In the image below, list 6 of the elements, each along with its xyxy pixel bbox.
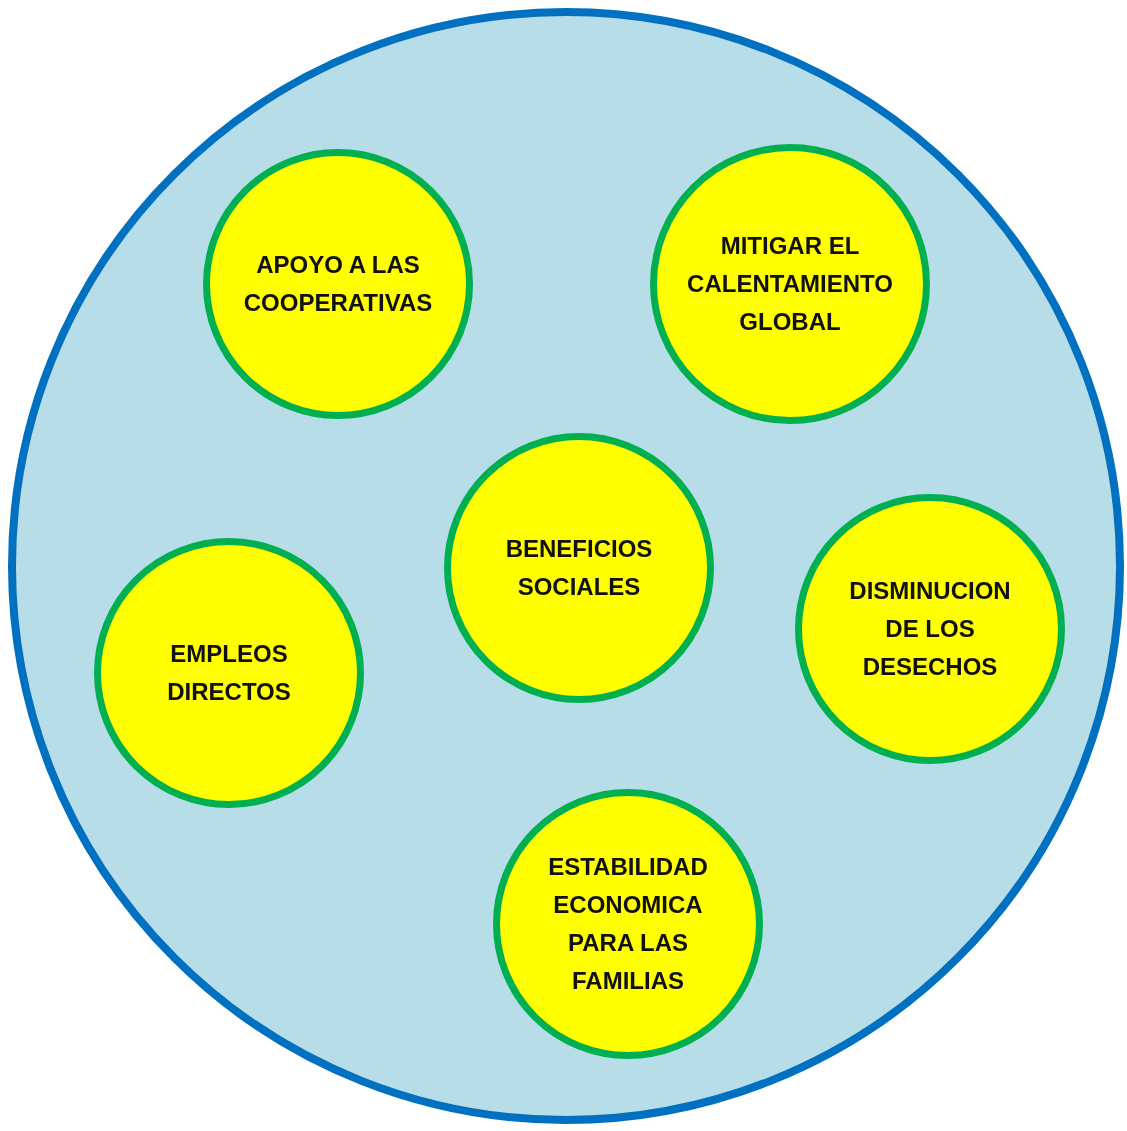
circle-label: ESTABILIDAD ECONOMICA PARA LAS FAMILIAS bbox=[547, 852, 709, 996]
circle-label: BENEFICIOS SOCIALES bbox=[504, 534, 654, 602]
circle-label: MITIGAR EL CALENTAMIENTO GLOBAL bbox=[686, 231, 894, 337]
circle-label: APOYO A LAS COOPERATIVAS bbox=[242, 250, 434, 318]
circle-label: EMPLEOS DIRECTOS bbox=[166, 639, 292, 707]
circle-label: DISMINUCION DE LOS DESECHOS bbox=[848, 576, 1012, 682]
